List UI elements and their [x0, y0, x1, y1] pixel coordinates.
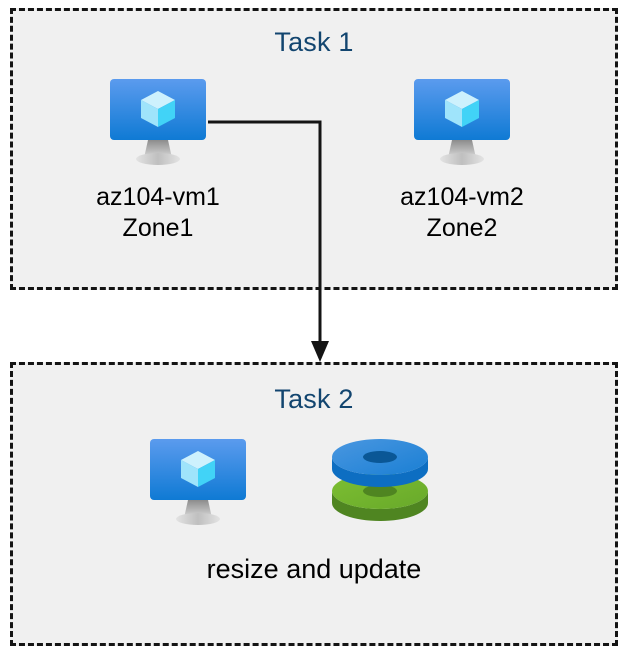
node-az104-vm2[interactable]: az104-vm2 Zone2 [362, 78, 562, 244]
node-task2-virtual-machine[interactable] [108, 438, 288, 530]
disk-blue [332, 439, 428, 487]
virtual-machine-icon [110, 79, 206, 165]
virtual-machine-icon [414, 79, 510, 165]
task-2-title: Task 2 [274, 384, 354, 414]
task-2-caption: resize and update [206, 554, 422, 584]
node-label-az104-vm1: az104-vm1 Zone1 [96, 183, 220, 242]
down-arrow-icon [311, 341, 329, 362]
task-1-title: Task 1 [274, 27, 354, 57]
task-2-container [10, 362, 618, 646]
disks-icon[interactable] [328, 437, 432, 529]
node-az104-vm1[interactable]: az104-vm1 Zone1 [58, 78, 258, 244]
node-label-az104-vm2: az104-vm2 Zone2 [400, 183, 524, 242]
virtual-machine-icon [150, 439, 246, 525]
